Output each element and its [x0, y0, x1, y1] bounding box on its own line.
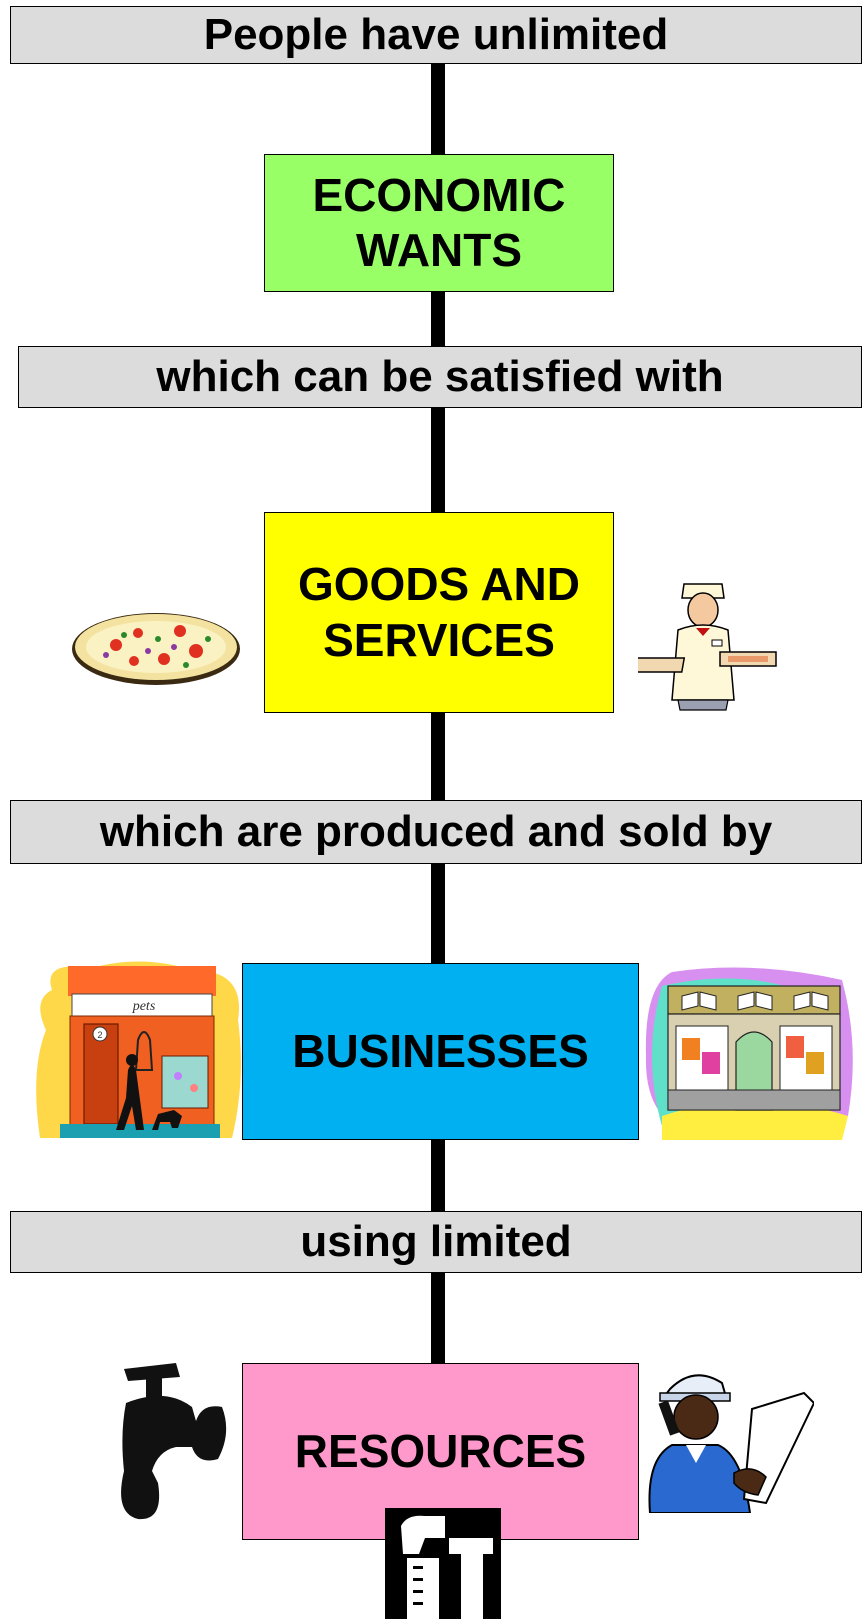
banner-using-limited: using limited	[10, 1211, 862, 1273]
banner-text: using limited	[300, 1217, 572, 1266]
box-text: BUSINESSES	[292, 1024, 589, 1077]
store-sign-text: pets	[132, 999, 156, 1014]
construction-worker-icon	[642, 1363, 816, 1514]
banner-text: which are produced and sold by	[99, 807, 773, 856]
pet-shop-icon: pets 2	[32, 960, 246, 1140]
water-faucet-icon	[106, 1363, 230, 1521]
box-economic-wants: ECONOMIC WANTS	[264, 154, 614, 292]
box-goods-and-services: GOODS AND SERVICES	[264, 512, 614, 713]
banner-which-can-be-satisfied-with: which can be satisfied with	[18, 346, 862, 408]
banner-people-have-unlimited: People have unlimited	[10, 6, 862, 64]
banner-text: which can be satisfied with	[156, 352, 724, 401]
store-number-text: 2	[97, 1030, 102, 1040]
box-text: ECONOMIC WANTS	[312, 168, 566, 276]
box-text: RESOURCES	[294, 1424, 587, 1477]
pizza-delivery-person-icon	[620, 580, 778, 712]
banner-text: People have unlimited	[203, 10, 669, 59]
book-shop-icon	[642, 966, 856, 1140]
banner-which-are-produced-and-sold-by: which are produced and sold by	[10, 800, 862, 864]
box-businesses: BUSINESSES	[242, 963, 639, 1140]
box-text: GOODS AND SERVICES	[298, 558, 580, 666]
tools-icon	[385, 1508, 501, 1619]
pizza-icon	[68, 605, 244, 689]
